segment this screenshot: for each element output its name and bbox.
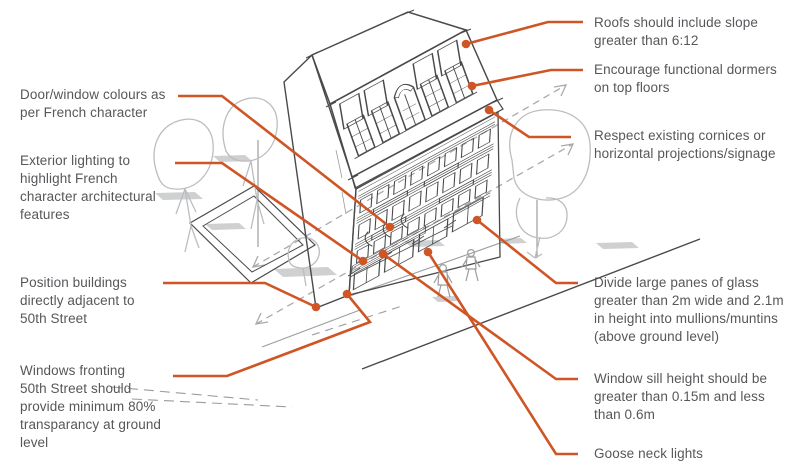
annotation-cornices: Respect existing cornices or horizontal … <box>594 128 776 161</box>
dormer-awning <box>338 92 364 130</box>
dormers <box>338 39 478 160</box>
annotation-functional-dormers: Encourage functional dormers on top floo… <box>594 62 777 95</box>
callout-dot <box>472 215 482 225</box>
callout-dot <box>461 39 471 49</box>
dormer-awning <box>412 52 438 90</box>
annotation-window-sill: Window sill height should be greater tha… <box>594 371 768 422</box>
facade <box>348 110 501 296</box>
dormer-awning <box>436 39 462 77</box>
annotation-goose-neck: Goose neck lights <box>594 446 704 461</box>
tree-sketch-right <box>509 109 591 259</box>
callout-dot <box>423 247 433 257</box>
annotation-position-buildings: Position buildings directly adjacent to … <box>20 275 135 326</box>
annotation-exterior-lighting: Exterior lighting to highlight French ch… <box>20 153 156 222</box>
callout-dot <box>378 249 388 259</box>
dormer-arch-band <box>393 84 414 99</box>
annotation-roof-slope: Roofs should include slope greater than … <box>594 15 758 48</box>
annotation-divide-panes: Divide large panes of glass greater than… <box>594 275 784 344</box>
dormer <box>363 79 404 146</box>
dormer <box>436 39 478 106</box>
callout-dot <box>385 222 395 232</box>
tree-sketch-left <box>153 97 320 287</box>
callout-dot <box>342 289 352 299</box>
leader-windows-fronting <box>173 289 373 378</box>
annotation-windows-fronting: Windows fronting 50th Street should prov… <box>20 363 162 450</box>
cornice-band <box>351 99 504 189</box>
leader-goose-neck <box>423 247 578 456</box>
callout-dot <box>311 302 321 312</box>
dormer-arched <box>393 84 429 133</box>
leader-lines <box>163 20 583 456</box>
leader-cornices <box>484 105 571 139</box>
leader-window-sill <box>378 249 578 381</box>
site-plan-sketch <box>189 185 316 284</box>
leader-roof-slope <box>461 20 583 49</box>
facade-detail <box>351 116 496 291</box>
dormer <box>338 92 380 160</box>
curb-line <box>361 238 701 370</box>
leader-exterior-lighting <box>175 161 368 266</box>
mansard-roof <box>329 28 498 179</box>
leader-functional-dormers <box>467 68 583 91</box>
callout-dot <box>358 256 368 266</box>
callout-dot <box>467 81 477 91</box>
leader-door-window-colours <box>178 94 395 232</box>
dormer <box>412 52 453 120</box>
leader-position-buildings <box>163 281 321 312</box>
sketch-ticks <box>305 9 504 181</box>
annotation-door-window-colours: Door/window colours as per French charac… <box>20 87 166 120</box>
building-sketch <box>283 9 504 309</box>
leader-divide-panes <box>472 215 578 285</box>
dormer-awning <box>363 79 389 117</box>
callout-dot <box>484 105 494 115</box>
